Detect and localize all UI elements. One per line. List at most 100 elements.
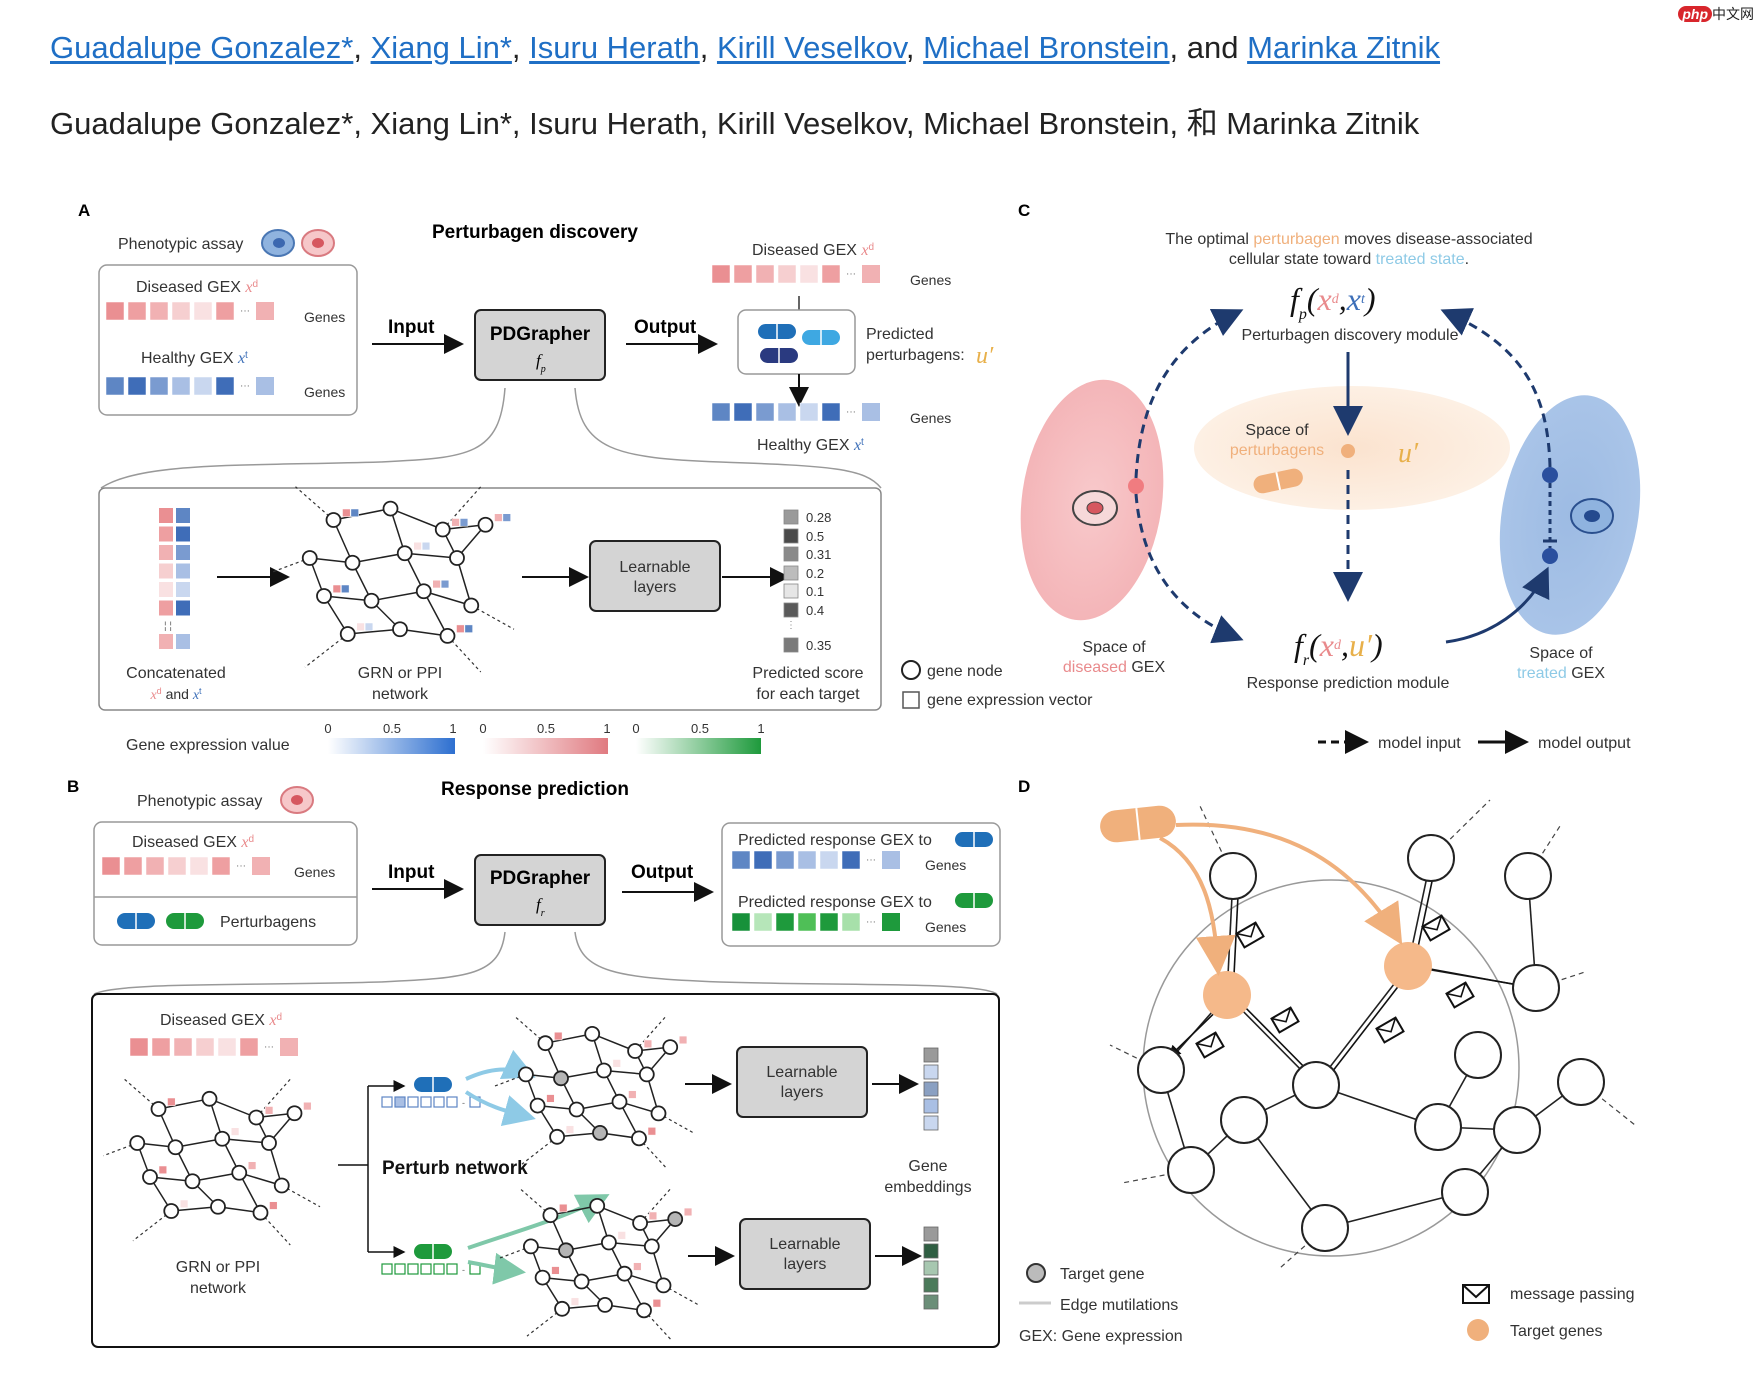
gene-node	[434, 521, 451, 538]
gene-node	[1493, 1106, 1541, 1154]
gene-node-legend-icon	[901, 660, 921, 680]
dangling-edge	[255, 1078, 291, 1118]
gene-cell	[862, 265, 880, 283]
gene-cell	[777, 402, 797, 422]
gene-node	[523, 1238, 539, 1255]
gene-cell	[407, 1263, 419, 1275]
author-separator: ,	[511, 30, 530, 65]
genes-label: Genes	[910, 410, 951, 426]
perturbed-network-bottom	[499, 1187, 699, 1341]
pd-module-label: Perturbagen discovery module	[1241, 327, 1458, 344]
expression-square	[413, 542, 422, 551]
gene-cell	[799, 264, 819, 284]
target-gene-node	[1384, 942, 1432, 990]
gene-cell	[171, 301, 191, 321]
genes-label: Genes	[304, 384, 345, 400]
model-input-legend-label: model input	[1378, 735, 1461, 752]
expression-square	[683, 1207, 693, 1217]
uprime-label: u′	[1398, 438, 1419, 469]
gene-cell	[862, 403, 880, 421]
gene-node	[382, 500, 399, 517]
gene-cell	[149, 301, 169, 321]
author-link[interactable]: Kirill Veselkov	[716, 30, 906, 65]
diseased-space-label: diseased GEX	[1063, 659, 1166, 676]
pill-icon-navy	[760, 348, 798, 363]
gene-cell	[159, 582, 173, 597]
predicted-point	[1542, 548, 1558, 564]
expression-square	[570, 1297, 580, 1306]
panel-b-letter: B	[67, 777, 79, 796]
genes-label: Genes	[304, 309, 345, 325]
expression-square	[643, 1039, 653, 1048]
diseased-gex-label: Diseased GEX xd	[136, 279, 258, 297]
gene-cell	[446, 1096, 458, 1108]
embedding-cell	[923, 1115, 939, 1131]
network-edge	[423, 590, 449, 637]
expression-square	[464, 624, 473, 633]
message-icon	[1421, 914, 1451, 942]
gene-cell	[176, 526, 190, 542]
message-passing-legend-label: message passing	[1510, 1286, 1635, 1303]
gene-cell	[841, 850, 861, 870]
figure: A Perturbagen discovery Phenotypic assay…	[67, 201, 1641, 1348]
network-edge	[209, 1098, 257, 1119]
score-value: 0.2	[806, 566, 824, 581]
branch-connector	[338, 1086, 369, 1252]
gene-embeddings-label: embeddings	[884, 1179, 971, 1196]
gene-cell	[127, 301, 147, 321]
score-label: for each target	[756, 686, 860, 703]
learnable-layers-box	[739, 1218, 871, 1290]
svg-text:0: 0	[324, 721, 331, 736]
score-cell	[783, 546, 799, 562]
author-link[interactable]: Guadalupe Gonzalez*	[50, 30, 354, 65]
gene-cell	[129, 1037, 149, 1057]
gene-node	[643, 1238, 660, 1255]
gene-cell	[797, 850, 817, 870]
gene-cell	[733, 402, 753, 422]
author-link[interactable]: Xiang Lin*	[370, 30, 512, 65]
gene-node	[316, 588, 332, 604]
learnable-layers-label: Learnable	[619, 559, 690, 576]
author-link[interactable]: Marinka Zitnik	[1247, 30, 1441, 65]
gene-cell	[159, 526, 173, 542]
healthy-gex-label: Healthy GEX xt	[141, 350, 248, 368]
gene-node	[1414, 1103, 1462, 1151]
expression-square	[502, 513, 511, 522]
expression-square	[180, 1199, 189, 1208]
pill-icon-orange	[1100, 805, 1176, 843]
gene-node	[363, 592, 380, 609]
gene-cell	[159, 600, 173, 616]
predicted-perturbagens-label: Predicted	[866, 326, 934, 343]
expression-square	[494, 513, 503, 522]
network-label: network	[372, 686, 429, 703]
target-gene-node	[558, 1242, 574, 1259]
gene-cell	[211, 856, 231, 876]
learnable-layers-label: Learnable	[766, 1064, 837, 1081]
target-gene-legend-label: Target gene	[1060, 1266, 1145, 1283]
gene-cell	[215, 301, 235, 321]
treated-space	[1499, 395, 1641, 635]
author-link[interactable]: Isuru Herath	[529, 30, 700, 65]
gene-embeddings-label: Gene	[908, 1158, 947, 1175]
perturbed-network-top	[494, 1015, 694, 1169]
gene-cell	[176, 582, 190, 597]
author-link[interactable]: Michael Bronstein	[923, 30, 1170, 65]
expression-square	[546, 1094, 555, 1103]
gene-cell	[755, 402, 775, 422]
learnable-layers-label: Learnable	[769, 1236, 840, 1253]
gene-node	[1220, 1096, 1268, 1144]
learnable-layers-label: layers	[784, 1256, 827, 1273]
gene-cell	[176, 634, 190, 649]
network-edge	[323, 595, 372, 602]
gene-node	[129, 1135, 146, 1151]
message-icon-flap	[1196, 1032, 1217, 1048]
gene-node	[518, 1066, 534, 1083]
network-edge	[545, 1033, 593, 1044]
gene-node-legend-label: gene node	[927, 663, 1003, 680]
rp-module-label: Response prediction module	[1247, 675, 1450, 692]
diseased-gex-label: Diseased GEX xd	[752, 242, 874, 260]
expression-square	[265, 1106, 274, 1115]
gene-node	[542, 1207, 559, 1224]
gene-cell	[193, 376, 213, 396]
